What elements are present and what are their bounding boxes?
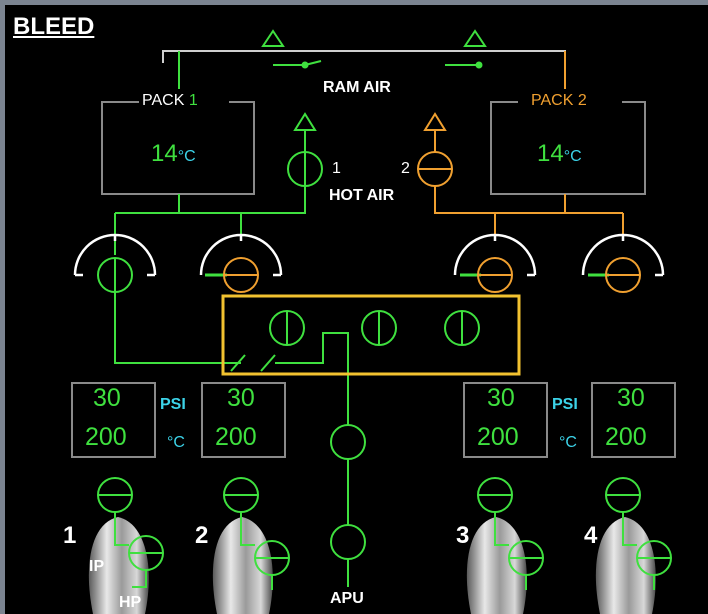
page-title: BLEED xyxy=(13,13,95,40)
pack-2-label: PACK 2 xyxy=(531,92,587,109)
pack-1-label: PACK 1 xyxy=(142,92,198,109)
ram-air-duct xyxy=(162,29,566,89)
engine-3-temp: 200 xyxy=(477,423,519,451)
engine-bleed-valves xyxy=(97,477,672,590)
degc-unit-right: °C xyxy=(559,434,577,451)
crossbleed-duct xyxy=(114,292,480,425)
engine-3-indicator-box xyxy=(463,382,548,458)
engine-1-psi: 30 xyxy=(93,384,121,412)
crossbleed-highlight-frame xyxy=(221,294,521,376)
hot-air-valve-1-label: 1 xyxy=(332,160,341,177)
engine-2-temp: 200 xyxy=(215,423,257,451)
ip-valve-label: IP xyxy=(89,558,105,575)
hot-air-outlet-2-icon xyxy=(423,112,447,131)
engine-1-number: 1 xyxy=(63,522,77,549)
psi-unit-right: PSI xyxy=(552,396,578,413)
pack-2-temp: 14°C xyxy=(537,140,582,167)
engine-4-number: 4 xyxy=(584,522,598,549)
hot-air-valve-2-label: 2 xyxy=(401,160,410,177)
engine-4-indicator-box xyxy=(591,382,676,458)
apu-label: APU xyxy=(330,590,364,607)
bleed-page: BLEED RAM AIR PACK 1 14°C PACK 2 14°C 1 … xyxy=(5,5,708,614)
engine-4-psi: 30 xyxy=(617,384,645,412)
hot-air-manifold xyxy=(114,112,624,255)
apu-bleed-line xyxy=(330,424,366,587)
engine-3-number: 3 xyxy=(456,522,470,549)
psi-unit-left: PSI xyxy=(160,396,186,413)
engine-2-nacelle xyxy=(212,517,273,614)
engine-3-nacelle xyxy=(466,517,527,614)
apu-bleed-valve-icon xyxy=(330,524,366,560)
bleed-schematic xyxy=(71,29,676,614)
ram-air-outlet-right-icon xyxy=(463,29,487,47)
hot-air-label: HOT AIR xyxy=(329,187,395,204)
pack-1-temp: 14°C xyxy=(151,140,196,167)
engine-1-indicator-box xyxy=(71,382,156,458)
hot-air-outlet-1-icon xyxy=(293,112,317,131)
engine-3-psi: 30 xyxy=(487,384,515,412)
engine-nacelles xyxy=(88,517,656,614)
degc-unit-left: °C xyxy=(167,434,185,451)
ram-air-outlet-left-icon xyxy=(261,29,285,47)
engine-4-nacelle xyxy=(595,517,656,614)
engine-4-temp: 200 xyxy=(605,423,647,451)
indicator-boxes xyxy=(71,382,676,458)
hp-valve-label: HP xyxy=(119,594,142,611)
pack-flow-valves xyxy=(73,233,665,293)
apu-isolation-valve-icon xyxy=(330,424,366,460)
ram-air-label: RAM AIR xyxy=(323,79,391,96)
engine-2-psi: 30 xyxy=(227,384,255,412)
engine-1-temp: 200 xyxy=(85,423,127,451)
engine-2-number: 2 xyxy=(195,522,209,549)
engine-2-indicator-box xyxy=(201,382,286,458)
